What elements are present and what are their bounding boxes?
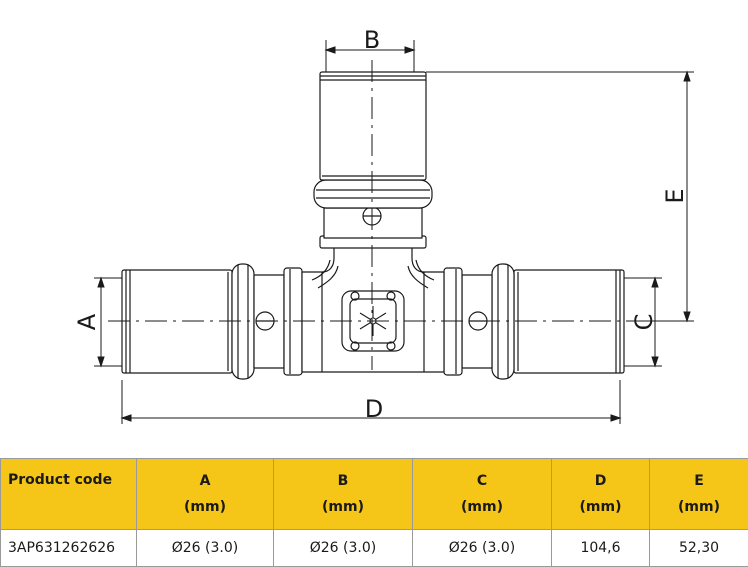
top-sleeve <box>314 72 432 238</box>
tee-fitting-drawing: B D A C E <box>0 0 748 450</box>
dim-label-e: E <box>661 188 689 203</box>
header-a: A(mm) <box>137 459 274 530</box>
cell-product-code: 3AP631262626 <box>1 530 137 567</box>
cell-d: 104,6 <box>552 530 650 567</box>
dim-label-d: D <box>365 395 383 423</box>
table-row: 3AP631262626 Ø26 (3.0) Ø26 (3.0) Ø26 (3.… <box>1 530 748 567</box>
header-b: B(mm) <box>274 459 413 530</box>
header-product-code: Product code <box>1 459 137 530</box>
header-c: C(mm) <box>413 459 552 530</box>
dim-label-c: C <box>630 314 658 331</box>
cell-a: Ø26 (3.0) <box>137 530 274 567</box>
tee-body <box>302 236 444 372</box>
header-e: E(mm) <box>650 459 748 530</box>
cell-b: Ø26 (3.0) <box>274 530 413 567</box>
dim-label-a: A <box>73 313 101 330</box>
spec-table: Product code A(mm) B(mm) C(mm) D(mm) E(m… <box>0 458 748 567</box>
table-header-row: Product code A(mm) B(mm) C(mm) D(mm) E(m… <box>1 459 748 530</box>
cell-e: 52,30 <box>650 530 748 567</box>
dim-label-b: B <box>364 26 380 54</box>
header-d: D(mm) <box>552 459 650 530</box>
cell-c: Ø26 (3.0) <box>413 530 552 567</box>
